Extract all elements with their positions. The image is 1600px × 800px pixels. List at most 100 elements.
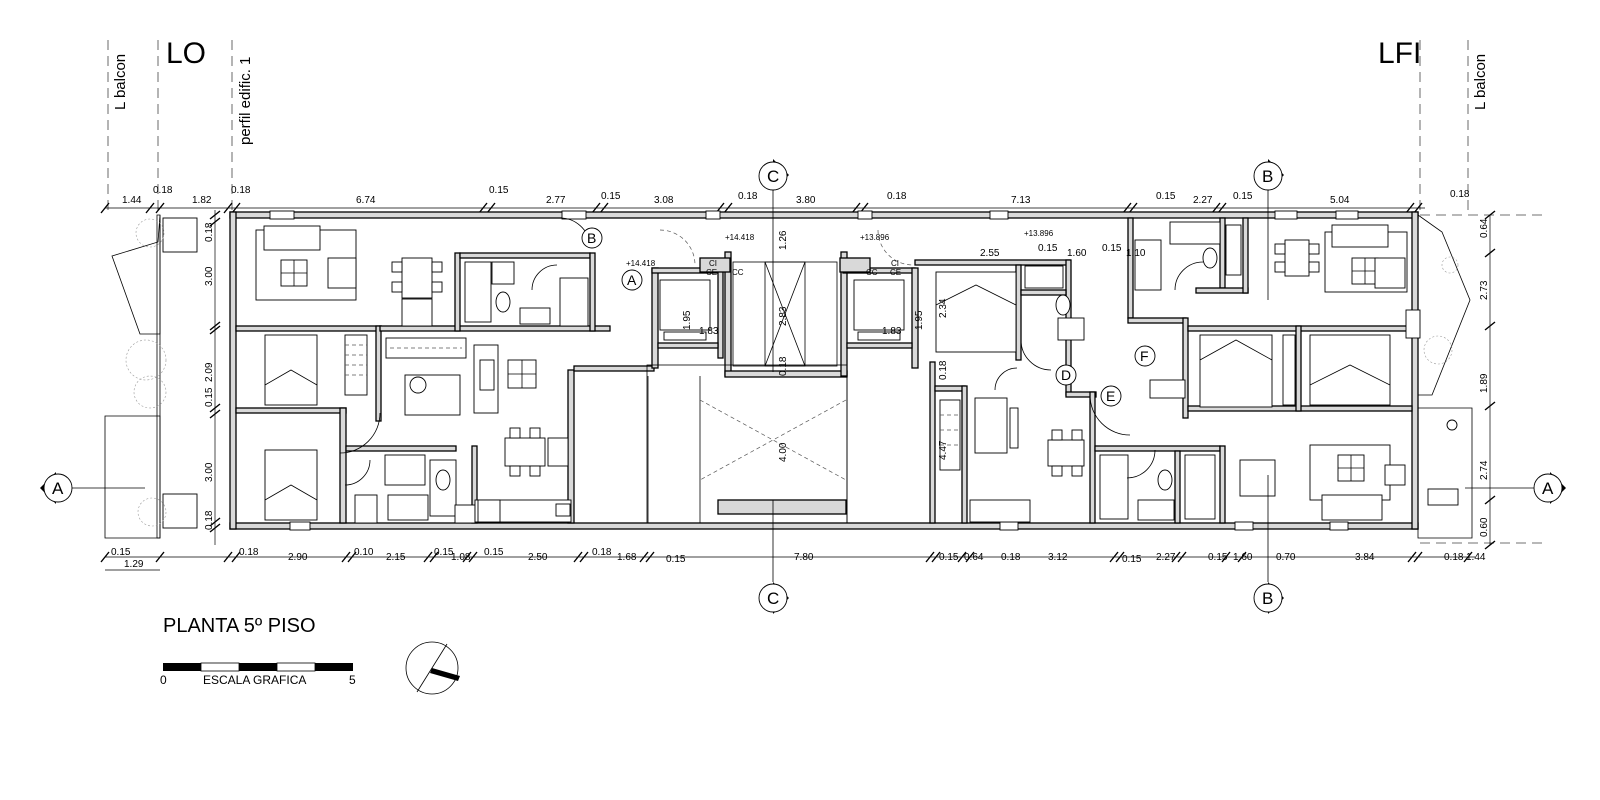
dim-text: 3.00: [204, 266, 215, 286]
shaft-label: CE: [890, 268, 901, 277]
dim-text: 0.15: [111, 547, 131, 558]
dimension-tick: [851, 202, 861, 214]
level-marks: +14.418 +14.418 +13.896 +13.896 CI CE CC…: [626, 229, 1054, 277]
dim-text: 2.15: [386, 552, 406, 563]
dim-text: 1.83: [882, 326, 902, 337]
room-label-d: D: [1061, 367, 1071, 383]
dimension-tick: [155, 551, 165, 563]
dimension-tick: [223, 202, 233, 214]
shaft-label: CI: [891, 259, 899, 268]
dimension-tick: [155, 202, 165, 214]
dimension-tick: [209, 403, 221, 413]
dim-text: 2.77: [546, 195, 566, 206]
dimension-tick: [1484, 210, 1496, 220]
section-c-top-label: C: [767, 167, 779, 186]
dimension-tick: [1484, 321, 1496, 331]
dimension-tick: [1484, 495, 1496, 505]
dimension-tick: [1115, 551, 1125, 563]
dimension-tick: [347, 551, 357, 563]
dim-text: 1.44: [1466, 552, 1486, 563]
dim-text: 1.08: [451, 552, 471, 563]
dimension-tick: [573, 551, 583, 563]
dim-text: 1.60: [1233, 552, 1253, 563]
dimension-ticks: [100, 202, 1496, 563]
dimension-tick: [1407, 551, 1417, 563]
shaft-label: CC: [732, 268, 744, 277]
walls: [229, 211, 1419, 530]
dimension-tick: [645, 551, 655, 563]
dim-text: 2.09: [204, 362, 215, 382]
dimension-tick: [931, 551, 941, 563]
dim-text: 0.15: [1122, 554, 1142, 565]
dimension-tick: [579, 551, 589, 563]
dim-text: 7.13: [1011, 195, 1031, 206]
dim-text: 3.12: [1048, 552, 1068, 563]
dimension-tick: [1237, 551, 1247, 563]
dim-text: 5.04: [1330, 195, 1350, 206]
door-swings: [339, 217, 1204, 486]
dimension-tick: [1128, 202, 1138, 214]
dimension-lines: [105, 207, 1491, 571]
dim-text: 0.15: [1208, 552, 1228, 563]
dim-text: 6.74: [356, 195, 376, 206]
reference-lines: [107, 40, 1545, 544]
top-dimensions: 1.44 0.18 1.82 0.18 6.74 0.15 2.77 0.15 …: [122, 185, 1470, 206]
dimension-tick: [723, 202, 733, 214]
dimension-tick: [1484, 248, 1496, 258]
dimension-tick: [209, 210, 221, 220]
dim-text: 1.82: [192, 195, 212, 206]
dim-text: 0.18: [1001, 552, 1021, 563]
dim-text: 0.18: [204, 510, 215, 530]
l-balcon-left-label: L balcon: [112, 54, 129, 110]
dimension-tick: [468, 551, 478, 563]
dim-text: 4.47: [938, 440, 949, 460]
dim-text: 2.83: [778, 306, 789, 326]
room-labels: B A D E F: [581, 227, 1156, 407]
dim-text: 2.34: [938, 298, 949, 318]
room-label-b: B: [587, 230, 596, 246]
dimension-tick: [341, 551, 351, 563]
dim-text: 1.60: [1067, 248, 1087, 259]
section-c-bottom-label: C: [767, 589, 779, 608]
dim-text: 2.27: [1193, 195, 1213, 206]
dim-text: 0.15: [434, 547, 454, 558]
dimension-tick: [429, 551, 439, 563]
dim-text: 0.15: [601, 191, 621, 202]
dim-text: 1.68: [617, 552, 637, 563]
dim-text: 0.15: [939, 552, 959, 563]
dim-text: 0.18: [887, 191, 907, 202]
dimension-tick: [599, 202, 609, 214]
dim-text: 0.15: [1102, 243, 1122, 254]
dim-text: 0.18: [1450, 189, 1470, 200]
right-dimensions: 0.64 2.73 1.89 2.74 0.60: [1479, 218, 1490, 537]
dimension-tick: [209, 325, 221, 335]
room-label-e: E: [1106, 388, 1115, 404]
shaft-label: CC: [866, 268, 878, 277]
dim-text: 0.15: [1156, 191, 1176, 202]
dim-text: 0.18: [204, 222, 215, 242]
perfil-label: perfil edific. 1: [237, 57, 254, 145]
shaft-label: CI: [709, 259, 717, 268]
dim-text: 3.80: [796, 195, 816, 206]
level-mark: +13.896: [1024, 229, 1054, 238]
dim-text: 0.15: [204, 387, 215, 407]
plan-title: PLANTA 5º PISO: [163, 615, 316, 637]
scale-start: 0: [160, 673, 167, 687]
dimension-tick: [423, 551, 433, 563]
dim-text: 4.00: [778, 442, 789, 462]
lfi-label: LFI: [1378, 37, 1421, 70]
dim-text: 1.95: [914, 310, 925, 330]
dim-text: 0.15: [489, 185, 509, 196]
dim-text: 0.18: [231, 185, 251, 196]
dim-text: 2.50: [528, 552, 548, 563]
right-balcony: [1417, 214, 1473, 539]
dim-text: 1.89: [1479, 373, 1490, 393]
dimension-tick: [1484, 540, 1496, 550]
dim-text: 3.84: [1355, 552, 1375, 563]
dim-text: 0.18: [1444, 552, 1464, 563]
dim-text: 7.80: [794, 552, 814, 563]
furniture: [255, 221, 1408, 524]
dimension-tick: [1463, 551, 1473, 563]
room-label-a: A: [627, 272, 637, 288]
scale-label: ESCALA GRAFICA: [203, 673, 306, 687]
